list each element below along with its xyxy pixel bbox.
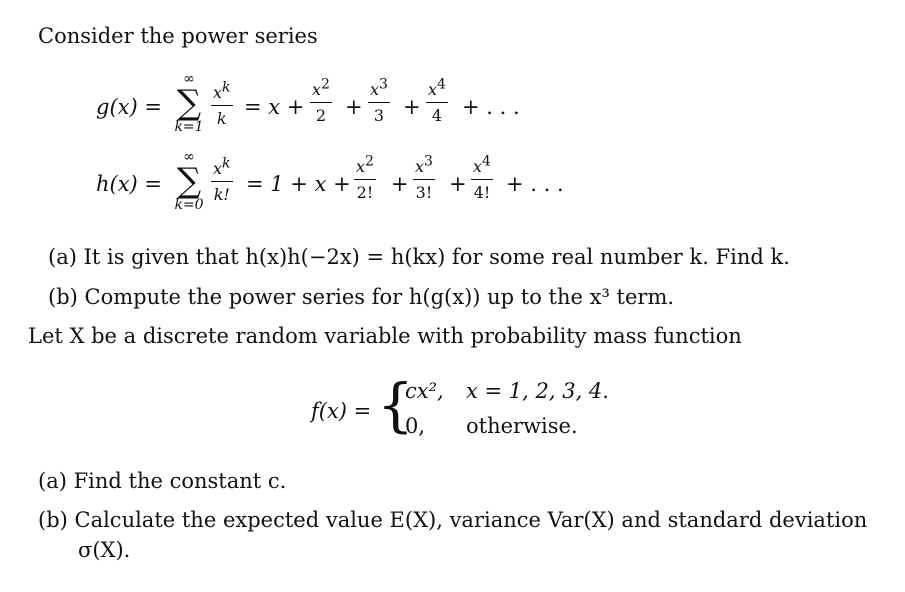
h-term2: x2 2! xyxy=(354,153,376,203)
intro-text: Consider the power series xyxy=(38,24,318,48)
h-term2-base: x xyxy=(356,157,366,176)
g-term4-den: 4 xyxy=(431,106,443,126)
g-term2-exp: 2 xyxy=(321,76,330,93)
h-plus-1: + xyxy=(391,172,409,196)
pmf-case1-condition: x = 1, 2, 3, 4. xyxy=(466,379,609,403)
left-brace: { xyxy=(377,371,414,439)
pmf-case1-value: cx², xyxy=(405,379,444,403)
h-term-base: x xyxy=(213,159,223,178)
g-term-den: k xyxy=(216,109,227,129)
g-sum-upper: ∞ xyxy=(183,71,195,87)
g-term4-exp: 4 xyxy=(437,76,446,93)
g-term4: x4 4 xyxy=(426,76,448,126)
h-sigma-symbol: ∑ xyxy=(176,161,202,201)
g-tail: + . . . xyxy=(462,95,520,119)
g-term-exp: k xyxy=(222,79,231,96)
h-term4-den: 4! xyxy=(473,183,491,203)
h-term2-exp: 2 xyxy=(365,153,374,170)
g-summation: ∞ ∑ k=1 xyxy=(172,72,206,134)
g-lhs: g(x) = xyxy=(96,95,162,119)
h-term3-base: x xyxy=(415,157,425,176)
g-plus-2: + xyxy=(403,95,421,119)
h-term2-den: 2! xyxy=(356,183,374,203)
h-term4: x4 4! xyxy=(471,153,493,203)
question-2b-line2: σ(X). xyxy=(78,538,131,562)
question-1b: (b) Compute the power series for h(g(x))… xyxy=(48,285,675,309)
g-plus-1: + xyxy=(345,95,363,119)
h-term-exp: k xyxy=(222,155,231,172)
h-plus-2: + xyxy=(449,172,467,196)
h-sum-upper: ∞ xyxy=(183,149,195,165)
g-term-base: x xyxy=(213,83,223,102)
g-term2-base: x xyxy=(312,80,322,99)
g-sigma-symbol: ∑ xyxy=(176,83,202,123)
h-general-term: xk k! xyxy=(211,155,233,205)
pmf-intro: Let X be a discrete random variable with… xyxy=(28,324,742,348)
question-2a: (a) Find the constant c. xyxy=(38,469,287,493)
h-term3: x3 3! xyxy=(413,153,435,203)
g-term3: x3 3 xyxy=(368,76,390,126)
pmf-lhs: f(x) = xyxy=(311,399,372,423)
pmf-case2-value: 0, xyxy=(405,414,426,438)
question-2b-line1: (b) Calculate the expected value E(X), v… xyxy=(38,508,868,532)
g-term2-den: 2 xyxy=(315,106,327,126)
g-sum-lower: k=1 xyxy=(174,119,204,135)
g-term3-base: x xyxy=(370,80,380,99)
h-tail: + . . . xyxy=(506,172,564,196)
h-rhs-start: = 1 + x + xyxy=(246,172,351,196)
g-rhs-start: = x + xyxy=(244,95,305,119)
h-lhs: h(x) = xyxy=(96,172,163,196)
h-term-den: k! xyxy=(213,185,230,205)
question-1a: (a) It is given that h(x)h(−2x) = h(kx) … xyxy=(48,245,790,269)
h-term3-exp: 3 xyxy=(424,153,433,170)
h-term4-base: x xyxy=(473,157,483,176)
g-term4-base: x xyxy=(428,80,438,99)
g-term2: x2 2 xyxy=(310,76,332,126)
g-term3-exp: 3 xyxy=(379,76,388,93)
g-general-term: xk k xyxy=(211,79,233,129)
h-sum-lower: k=0 xyxy=(174,197,204,213)
g-term3-den: 3 xyxy=(373,106,385,126)
h-term3-den: 3! xyxy=(415,183,433,203)
pmf-case2-condition: otherwise. xyxy=(466,414,578,438)
h-term4-exp: 4 xyxy=(482,153,491,170)
h-summation: ∞ ∑ k=0 xyxy=(172,150,206,212)
